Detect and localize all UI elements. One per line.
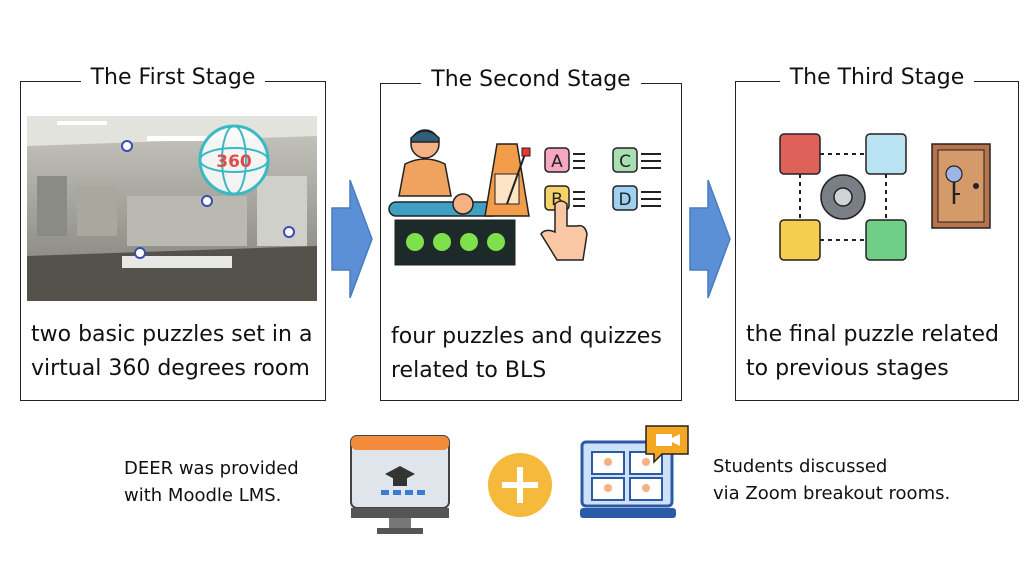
metronome-icon bbox=[484, 143, 531, 217]
quiz-icon: A C B D bbox=[540, 147, 661, 261]
stage-2-text-line: related to BLS bbox=[391, 358, 547, 383]
zoom-caption-line: Students discussed bbox=[713, 456, 888, 477]
moodle-caption: DEER was provided with Moodle LMS. bbox=[124, 455, 299, 509]
vr-room-photo: 360 bbox=[27, 116, 317, 301]
moodle-monitor-icon bbox=[350, 435, 450, 534]
key-door-icon bbox=[931, 143, 991, 229]
hotspot-icon[interactable] bbox=[121, 140, 133, 152]
gear-icon bbox=[820, 174, 866, 220]
puzzle-key-illustration bbox=[779, 133, 991, 261]
stage-3-box: The Third Stage the final puzzle related bbox=[735, 65, 1019, 401]
hotspot-icon[interactable] bbox=[283, 226, 295, 238]
360-globe-icon: 360 bbox=[198, 124, 270, 196]
stage-3-text-line: the final puzzle related bbox=[746, 322, 999, 347]
hotspot-icon[interactable] bbox=[201, 195, 213, 207]
svg-text:D: D bbox=[618, 190, 631, 210]
svg-text:360: 360 bbox=[216, 152, 252, 172]
zoom-caption-line: via Zoom breakout rooms. bbox=[713, 483, 951, 504]
svg-text:A: A bbox=[551, 152, 563, 172]
arrow-icon bbox=[689, 180, 731, 298]
svg-text:B: B bbox=[551, 190, 563, 210]
stage-2-box: The Second Stage A C bbox=[380, 67, 682, 401]
hotspot-icon[interactable] bbox=[134, 247, 146, 259]
moodle-caption-line: with Moodle LMS. bbox=[124, 485, 282, 506]
cpr-quiz-illustration: A C B D bbox=[388, 129, 661, 266]
moodle-caption-line: DEER was provided bbox=[124, 458, 299, 479]
plus-icon bbox=[488, 453, 552, 517]
stage-1-text-line: two basic puzzles set in a bbox=[31, 322, 313, 347]
svg-text:C: C bbox=[619, 152, 631, 172]
stage-2-title: The Second Stage bbox=[381, 67, 681, 92]
zoom-caption: Students discussed via Zoom breakout roo… bbox=[713, 453, 950, 507]
stage-2-text-line: four puzzles and quizzes bbox=[391, 324, 662, 349]
zoom-meeting-icon bbox=[580, 425, 689, 518]
stage-3-title: The Third Stage bbox=[736, 65, 1018, 90]
cpr-person-icon bbox=[388, 129, 500, 217]
stage-1-title: The First Stage bbox=[21, 65, 325, 90]
arrow-icon bbox=[331, 180, 373, 298]
puzzle-pieces-icon bbox=[779, 133, 907, 261]
stage-3-text-line: to previous stages bbox=[746, 356, 949, 381]
stage-1-box: The First Stage 360 two basic puzzles se… bbox=[20, 65, 326, 401]
stage-1-text-line: virtual 360 degrees room bbox=[31, 356, 310, 381]
pointing-hand-icon bbox=[540, 200, 588, 261]
